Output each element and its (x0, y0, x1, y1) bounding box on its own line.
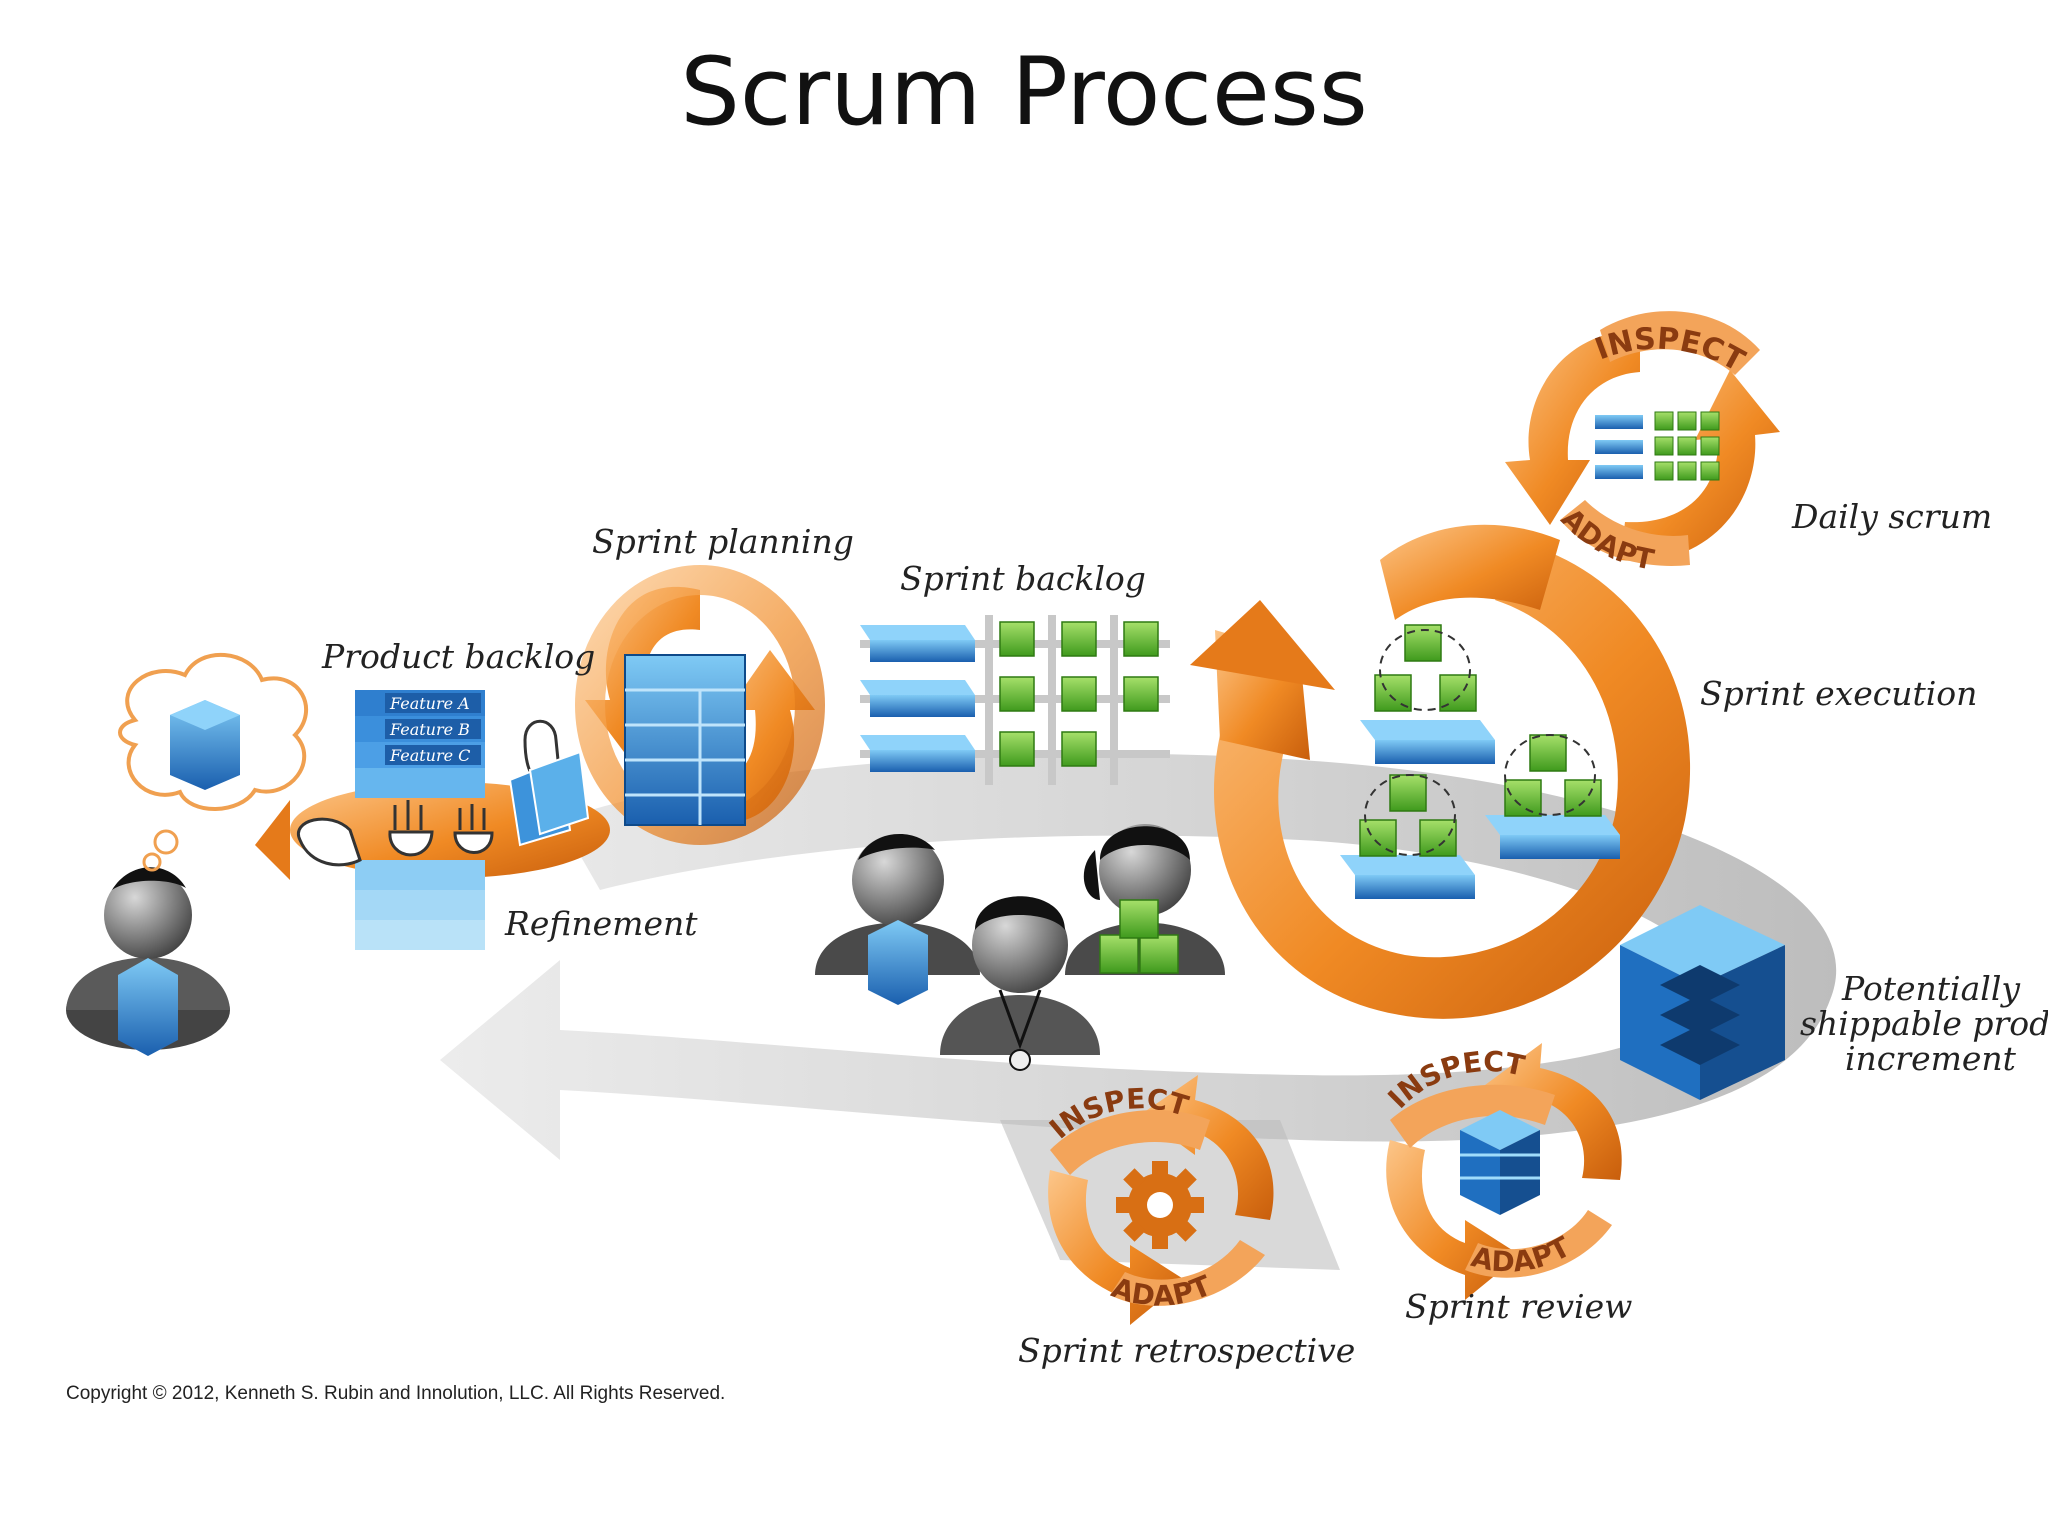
execution-task-clusters (1340, 624, 1620, 899)
sprint-review-label: Sprint review (1405, 1287, 1632, 1326)
increment-label-line1: Potentially (1841, 969, 2020, 1008)
product-owner-figure (66, 867, 230, 1056)
increment-label-line2: shippable product (1800, 1004, 2048, 1043)
refinement-arrowhead (255, 800, 290, 880)
feature-a-label: Feature A (389, 694, 470, 713)
scrum-team-figures (815, 824, 1225, 1071)
page-title: Scrum Process (680, 38, 1368, 147)
copyright-notice: Copyright © 2012, Kenneth S. Rubin and I… (66, 1383, 726, 1404)
team-member-right (1065, 824, 1225, 975)
sprint-backlog-grid (860, 615, 1170, 785)
sprint-execution-cycle (1190, 524, 1691, 1019)
team-member-left (815, 833, 980, 1005)
product-increment-cube (1620, 905, 1785, 1100)
cycle-arrow-shape (440, 753, 1837, 1160)
daily-scrum-board (1595, 411, 1720, 481)
sprint-planning-label: Sprint planning (592, 522, 854, 561)
product-backlog-label: Product backlog (321, 637, 595, 676)
scrum-master-figure (940, 896, 1100, 1071)
refinement-label: Refinement (504, 904, 698, 943)
sprint-planning-cycle (575, 565, 825, 845)
increment-label-line3: increment (1845, 1039, 2017, 1078)
feature-b-label: Feature B (389, 720, 470, 739)
gear-icon (1116, 1161, 1204, 1249)
sprint-backlog-label: Sprint backlog (900, 559, 1146, 598)
sprint-execution-label: Sprint execution (1700, 674, 1977, 713)
product-backlog-stack: Feature A Feature B Feature C (255, 690, 610, 950)
sprint-retrospective-label: Sprint retrospective (1018, 1331, 1355, 1370)
sprint-review-cycle: INSPECT ADAPT (1381, 1043, 1622, 1300)
daily-scrum-cycle: INSPECT ADAPT (1505, 311, 1780, 577)
daily-scrum-label: Daily scrum (1791, 497, 1992, 536)
thought-cloud (118, 652, 308, 872)
review-increment-cube (1460, 1110, 1540, 1215)
feature-c-label: Feature C (389, 746, 470, 765)
